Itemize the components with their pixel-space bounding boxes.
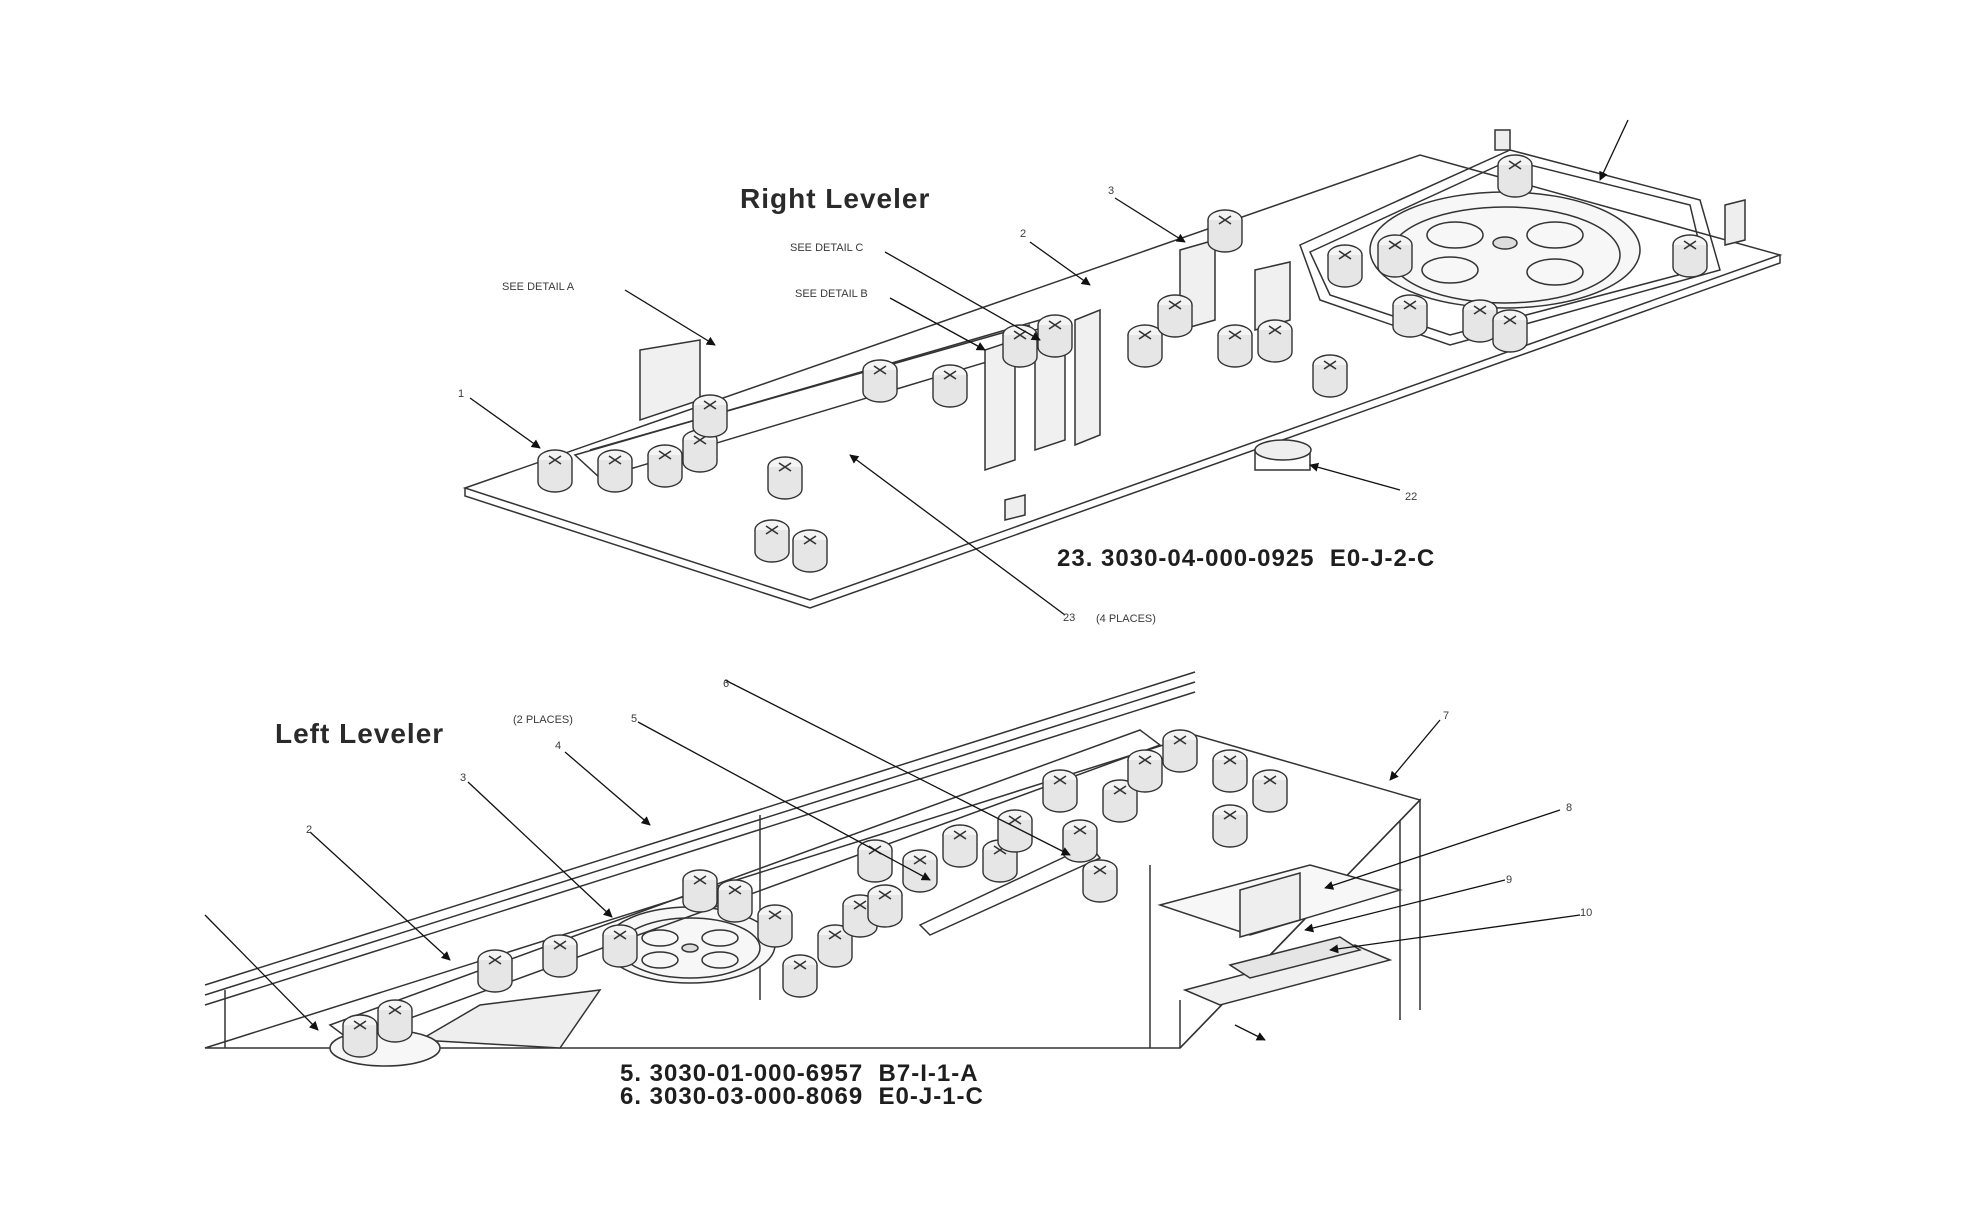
right-part-line-23: 23. 3030-04-000-0925 E0-J-2-C [1057,545,1436,572]
callout-item-1: 1 [458,388,465,400]
callout-2-places: (2 PLACES) [513,714,573,726]
right-leveler-title: Right Leveler [740,183,931,214]
callout-see-detail-c: SEE DETAIL C [790,242,864,254]
callout-item-3: 3 [1108,185,1115,197]
callout-see-detail-a: SEE DETAIL A [502,281,575,293]
left-part-line-6: 6. 3030-03-000-8069 E0-J-1-C [620,1083,984,1110]
callout-left-item-6: 6 [723,678,730,690]
right-leader-lines [469,119,1629,616]
callout-left-item-9: 9 [1506,874,1513,886]
left-part-line-5: 5. 3030-01-000-6957 B7-I-1-A [620,1060,979,1087]
left-leader-lines [204,679,1581,1041]
callout-item-22: 22 [1405,491,1418,503]
callout-left-item-4: 4 [555,740,562,752]
callout-left-item-10: 10 [1580,907,1593,919]
left-leveler-title: Left Leveler [275,718,445,749]
callout-see-detail-b: SEE DETAIL B [795,288,868,300]
callout-left-item-8: 8 [1566,802,1573,814]
right-leveler-drawing [462,129,1783,609]
callout-item-23: 23 [1063,612,1076,624]
callout-item-23-places: (4 PLACES) [1096,613,1156,625]
callout-left-item-2: 2 [306,824,313,836]
callout-left-item-7: 7 [1443,710,1450,722]
callout-left-item-5: 5 [631,713,638,725]
callout-left-item-3: 3 [460,772,467,784]
callout-item-2: 2 [1020,228,1027,240]
